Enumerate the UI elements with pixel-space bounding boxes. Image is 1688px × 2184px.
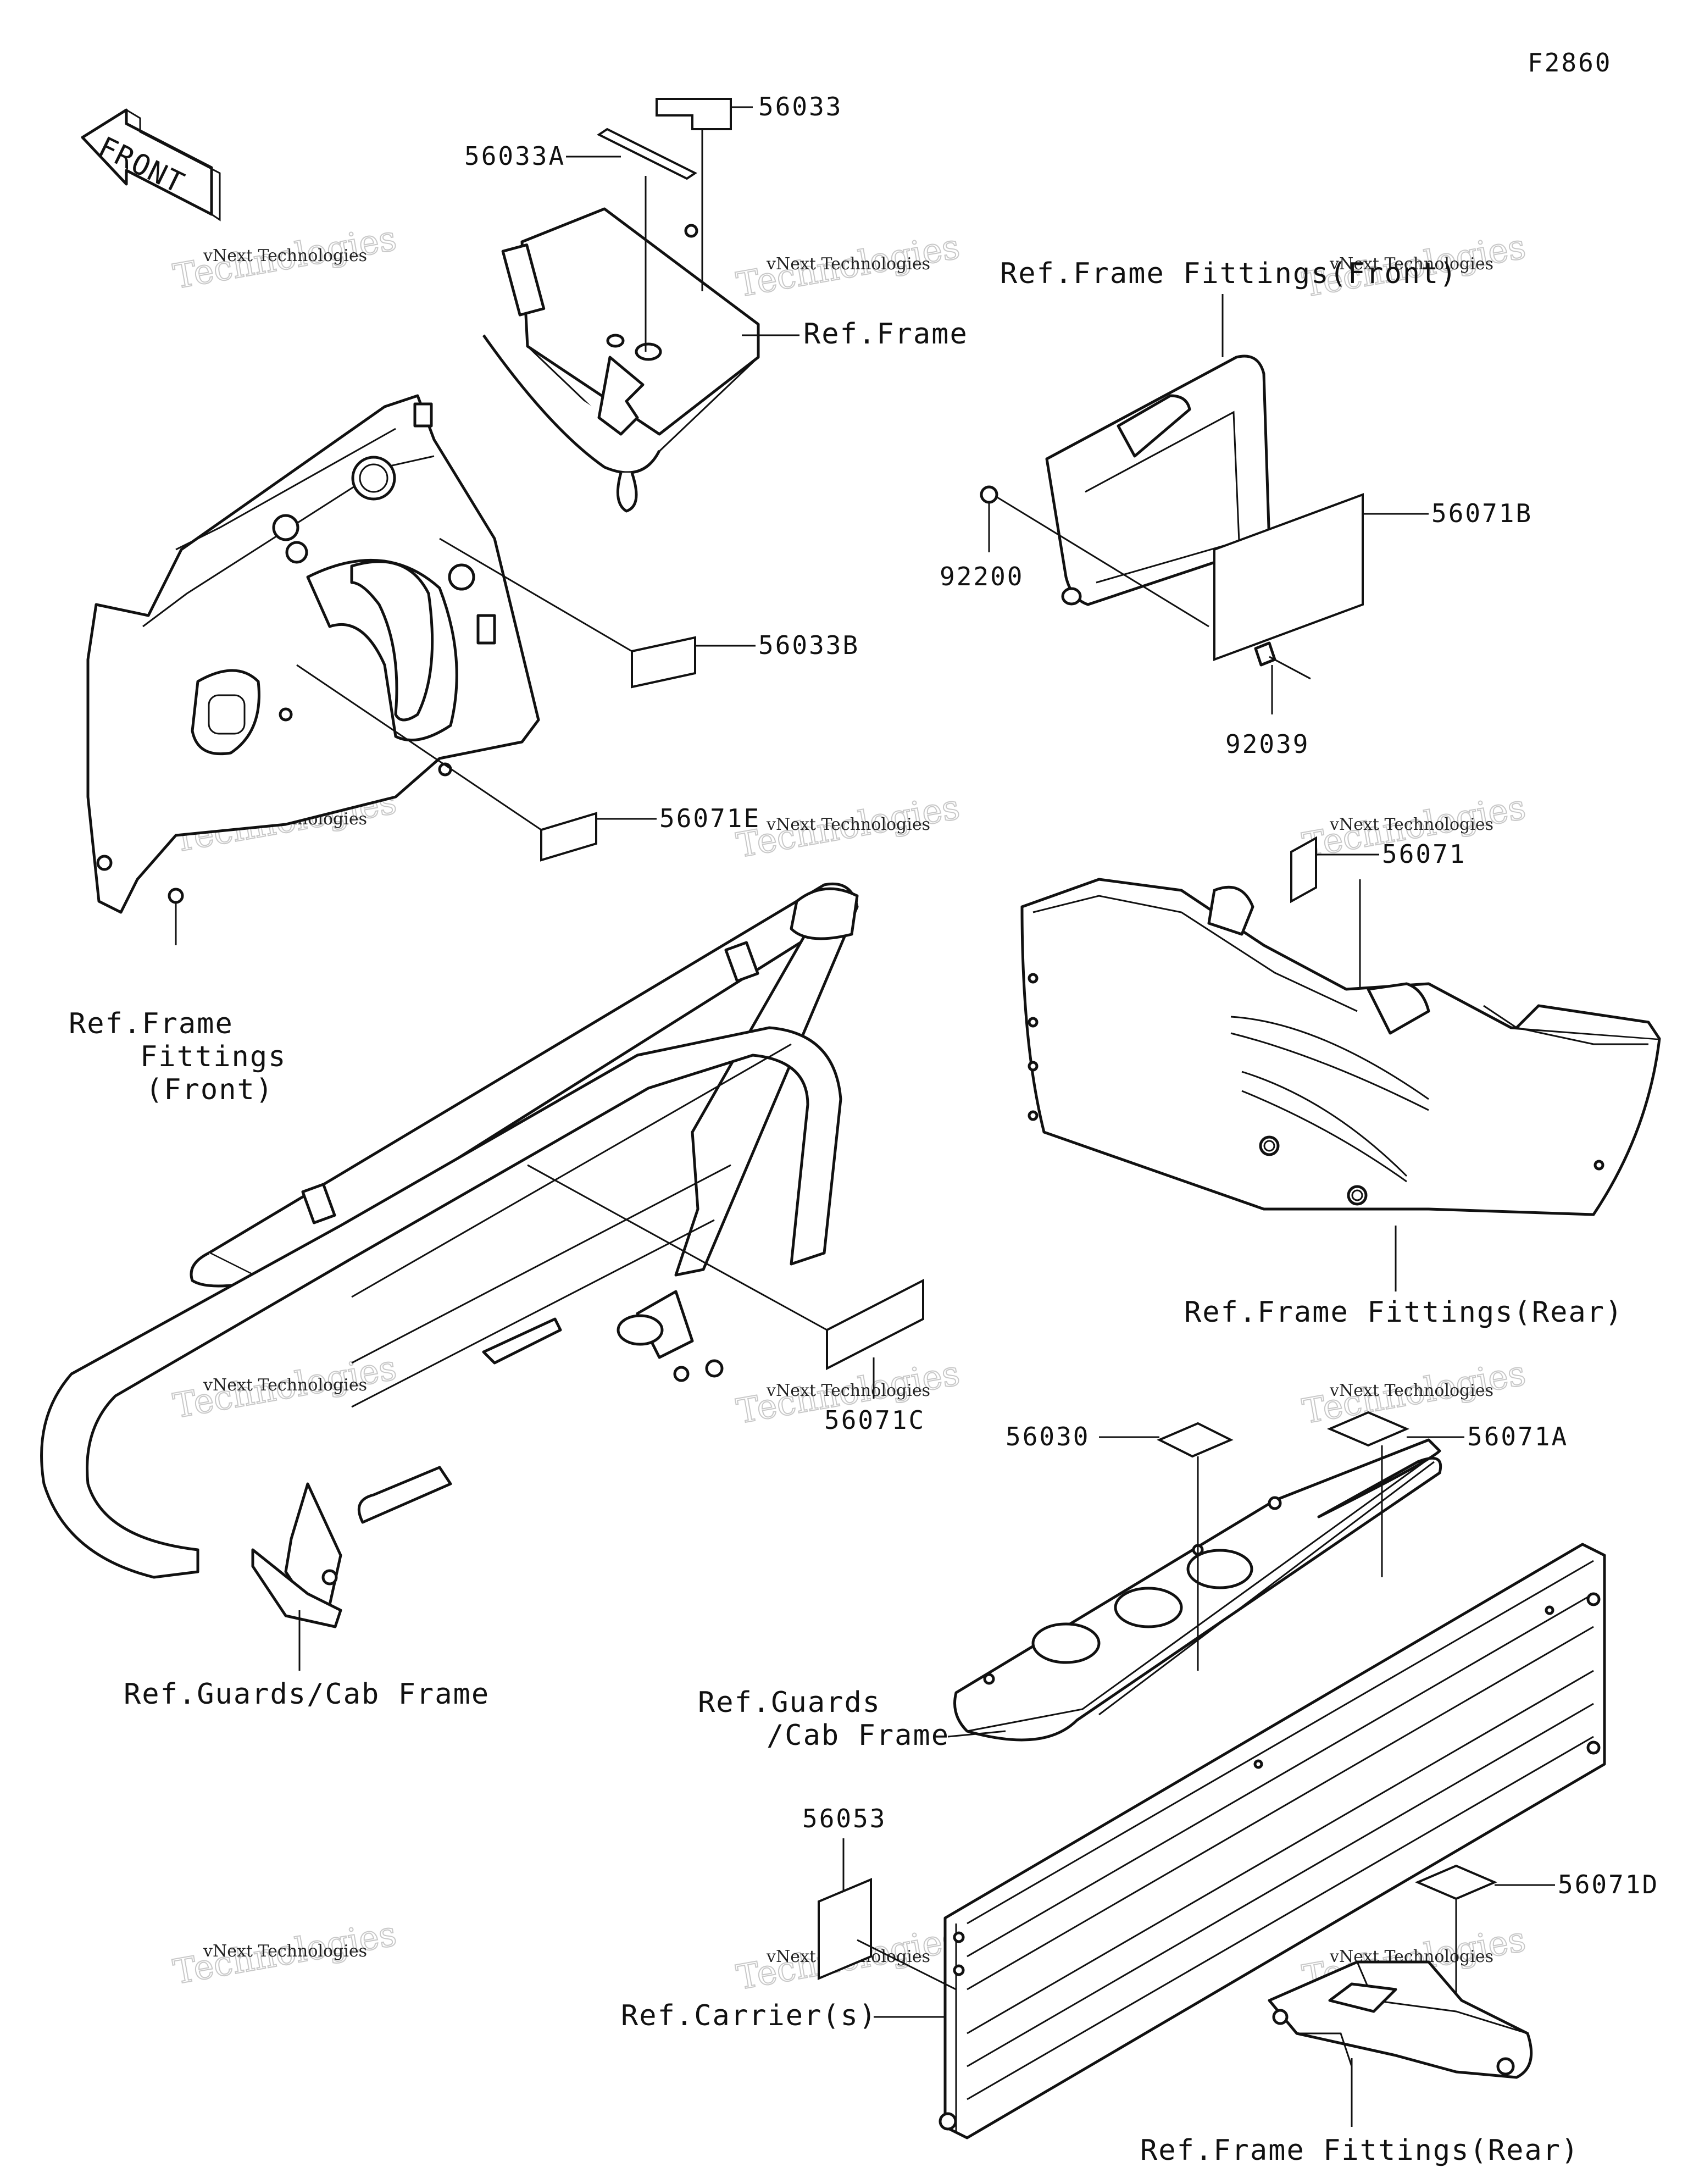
nut-92200 <box>980 485 998 504</box>
leader-92200-axis <box>997 496 1209 628</box>
watermark-text: vNext Technologies <box>203 1942 367 1961</box>
callout-ref-frame-fittings-front-left-3: (Front) <box>146 1073 274 1106</box>
callout-ref-carriers: Ref.Carrier(s) <box>621 1999 877 2032</box>
decal-56071d <box>1414 1864 1498 1900</box>
carrier-tailgate-part <box>939 1543 1606 2139</box>
watermark-text: vNext Technologies <box>1329 815 1493 834</box>
callout-ref-guards-cab-right-2: /Cab Frame <box>767 1719 949 1752</box>
watermark: Technologies vNext Technologies <box>733 226 963 306</box>
rear-bracket-part <box>1268 1960 1533 2079</box>
watermark-text: vNext Technologies <box>766 815 930 834</box>
leader-ref-guards-cab-right <box>947 1730 1006 1738</box>
callout-56033b: 56033B <box>758 630 859 660</box>
leader-56071e-pointer <box>296 664 542 831</box>
callout-56071: 56071 <box>1382 839 1466 869</box>
watermark-text: vNext Technologies <box>766 254 930 274</box>
watermark: Technologies vNext Technologies <box>733 786 963 866</box>
decal-56071b <box>1213 493 1364 661</box>
decal-56071c <box>826 1278 924 1371</box>
cab-frame-part <box>40 882 859 1628</box>
decal-56071e <box>540 812 597 862</box>
watermark: Technologies vNext Technologies <box>170 218 400 297</box>
callout-ref-frame-fittings-front-top: Ref.Frame Fittings(Front) <box>1000 257 1458 290</box>
decal-56033 <box>656 98 732 130</box>
decal-56030 <box>1157 1422 1234 1458</box>
front-arrow-icon: FRONT <box>81 108 221 221</box>
watermark: Technologies vNext Technologies <box>1299 1352 1529 1432</box>
watermark-text: vNext Technologies <box>203 1376 367 1395</box>
glovebox-cover-part <box>1045 354 1271 606</box>
decal-56071 <box>1290 836 1317 903</box>
decal-56033b <box>631 636 696 689</box>
callout-56071e: 56071E <box>659 803 760 833</box>
watermark-text: vNext Technologies <box>203 246 367 265</box>
callout-92039: 92039 <box>1225 729 1309 759</box>
callout-ref-frame-fittings-front-left-1: Ref.Frame <box>69 1007 234 1040</box>
leader-56053-pointer <box>857 1939 957 1991</box>
decal-56033a <box>597 128 697 180</box>
callout-ref-frame-fittings-front-left-2: Fittings <box>140 1040 286 1073</box>
callout-56053: 56053 <box>802 1804 886 1833</box>
watermark-text: vNext Technologies <box>1329 254 1493 274</box>
callout-56071a: 56071A <box>1467 1422 1568 1451</box>
watermark-text: vNext Technologies <box>1329 1381 1493 1400</box>
callout-ref-frame-fittings-rear-bottom: Ref.Frame Fittings(Rear) <box>1140 2134 1579 2167</box>
callout-56033a: 56033A <box>464 141 565 171</box>
callout-56071b: 56071B <box>1431 498 1532 528</box>
shifter-bracket-part <box>482 207 760 513</box>
figure-code: F2860 <box>1528 48 1612 77</box>
callout-56033: 56033 <box>758 92 842 121</box>
callout-ref-guards-cab-right-1: Ref.Guards <box>698 1686 881 1719</box>
rear-fender-part <box>1020 878 1661 1216</box>
dashboard-panel-part <box>86 394 540 914</box>
decal-56053 <box>818 1877 872 1981</box>
callout-92200: 92200 <box>940 562 1024 591</box>
callout-ref-frame: Ref.Frame <box>803 318 968 351</box>
decal-56071a <box>1326 1411 1410 1447</box>
leader-56071c-pointer <box>527 1164 828 1331</box>
callout-56071d: 56071D <box>1558 1870 1659 1899</box>
rivet-92039 <box>1254 641 1311 680</box>
callout-ref-frame-fittings-rear-mid: Ref.Frame Fittings(Rear) <box>1184 1296 1623 1329</box>
callout-56030: 56030 <box>1006 1422 1090 1451</box>
leader-56033b-pointer <box>439 537 632 652</box>
watermark-text: vNext Technologies <box>766 1381 930 1400</box>
watermark: Technologies vNext Technologies <box>170 1913 400 1993</box>
watermark: Technologies vNext Technologies <box>170 1347 400 1427</box>
callout-56071c: 56071C <box>824 1405 925 1435</box>
callout-ref-guards-cab-left: Ref.Guards/Cab Frame <box>124 1678 490 1711</box>
